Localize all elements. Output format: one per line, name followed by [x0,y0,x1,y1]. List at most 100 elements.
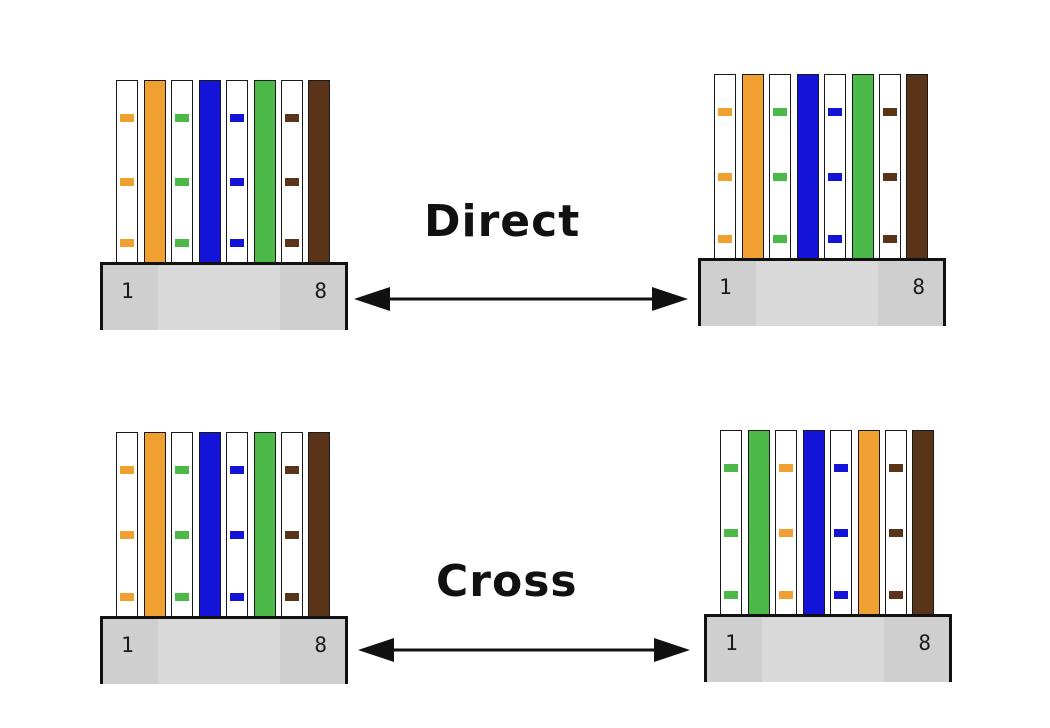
wire-stripe [120,593,134,601]
pin-1-label: 1 [121,279,134,303]
pin-8-label: 8 [314,279,327,303]
wire-stripe [175,239,189,247]
wire-stripe [779,591,793,599]
wire-stripe [120,239,134,247]
wire-stripe [175,593,189,601]
wire-6-green [254,432,276,618]
wire-1-white-green-stripe [720,430,742,616]
wire-8-brown [308,80,330,264]
wire-stripe [889,591,903,599]
wire-stripe [834,591,848,599]
wire-stripe [230,178,244,186]
wire-bundle [698,74,946,260]
wire-stripe [285,466,299,474]
wire-2-orange [144,80,166,264]
cross-right-connector: 1 8 [704,430,952,682]
wire-stripe [779,464,793,472]
direct-left-connector: 1 8 [100,80,348,330]
wire-stripe [285,531,299,539]
wire-stripe [230,531,244,539]
wire-bundle [100,432,348,618]
wire-3-white-green-stripe [171,80,193,264]
pin-8-label: 8 [912,275,925,299]
pin-1-label: 1 [725,631,738,655]
wire-stripe [773,173,787,181]
connector-plug: 1 8 [704,614,952,682]
wire-6-green [852,74,874,260]
wire-7-white-brown-stripe [281,432,303,618]
wire-stripe [724,591,738,599]
wire-5-white-blue-stripe [830,430,852,616]
wire-stripe [773,235,787,243]
wire-4-blue [199,80,221,264]
wire-5-white-blue-stripe [226,432,248,618]
wire-stripe [285,114,299,122]
wire-7-white-brown-stripe [281,80,303,264]
wire-stripe [883,173,897,181]
wire-stripe [120,466,134,474]
wire-bundle [704,430,952,616]
wire-4-blue [797,74,819,260]
wire-stripe [120,114,134,122]
wire-6-green [254,80,276,264]
direct-right-connector: 1 8 [698,74,946,326]
wire-stripe [175,114,189,122]
wire-2-orange [144,432,166,618]
wire-8-brown [912,430,934,616]
wire-stripe [828,173,842,181]
wire-stripe [230,239,244,247]
wire-7-white-brown-stripe [879,74,901,260]
wire-stripe [834,529,848,537]
cross-left-connector: 1 8 [100,432,348,684]
wire-stripe [883,235,897,243]
cross-label: Cross [436,556,578,607]
wire-stripe [230,593,244,601]
wire-stripe [230,114,244,122]
wire-stripe [285,178,299,186]
pin-8-label: 8 [314,633,327,657]
connector-plug: 1 8 [100,616,348,684]
wire-2-green [748,430,770,616]
wire-4-blue [199,432,221,618]
wire-3-white-orange-stripe [775,430,797,616]
wire-stripe [828,108,842,116]
wire-stripe [724,464,738,472]
wire-stripe [285,593,299,601]
wire-8-brown [308,432,330,618]
wire-stripe [120,531,134,539]
wire-stripe [834,464,848,472]
direct-label: Direct [424,196,581,247]
pin-8-label: 8 [918,631,931,655]
wire-bundle [100,80,348,264]
pin-1-label: 1 [121,633,134,657]
cross-double-arrow [358,638,690,662]
direct-double-arrow [354,287,688,311]
wire-6-orange [858,430,880,616]
wire-stripe [724,529,738,537]
wire-stripe [120,178,134,186]
wire-stripe [718,173,732,181]
wire-3-white-green-stripe [171,432,193,618]
wire-stripe [828,235,842,243]
wire-stripe [175,531,189,539]
wire-stripe [883,108,897,116]
connector-plug: 1 8 [100,262,348,330]
wire-5-white-blue-stripe [824,74,846,260]
wire-1-white-orange-stripe [116,432,138,618]
wire-3-white-green-stripe [769,74,791,260]
wire-8-brown [906,74,928,260]
wire-7-white-brown-stripe [885,430,907,616]
wire-stripe [175,466,189,474]
wire-stripe [779,529,793,537]
wire-stripe [773,108,787,116]
wire-stripe [889,464,903,472]
wire-stripe [230,466,244,474]
wire-2-orange [742,74,764,260]
wire-stripe [889,529,903,537]
wire-stripe [718,235,732,243]
wire-4-blue [803,430,825,616]
pin-1-label: 1 [719,275,732,299]
connector-plug: 1 8 [698,258,946,326]
wire-1-white-orange-stripe [714,74,736,260]
